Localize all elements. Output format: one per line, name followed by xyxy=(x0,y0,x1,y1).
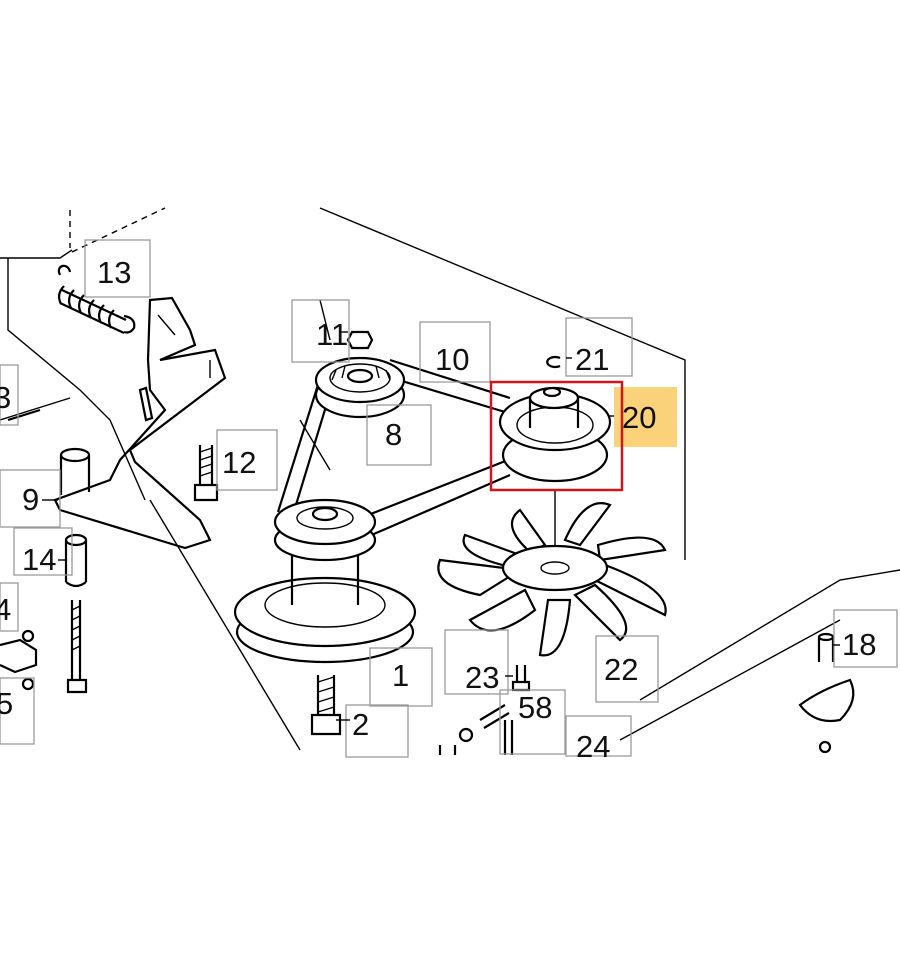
spacer-14 xyxy=(64,533,88,694)
callout-10: 10 xyxy=(435,342,469,377)
e-clip-21 xyxy=(546,355,561,369)
callout-20: 20 xyxy=(622,400,656,435)
pulley-20-highlight-frame xyxy=(489,380,624,492)
nut-11 xyxy=(346,330,374,350)
pulley-20 xyxy=(498,386,612,483)
clip-part xyxy=(0,629,38,691)
bolt-2 xyxy=(310,675,342,736)
callout-23: 23 xyxy=(465,660,499,695)
misc-hardware xyxy=(438,704,514,755)
idler-arm-bracket xyxy=(7,296,227,550)
callout-9: 9 xyxy=(22,482,39,517)
callout-11: 11 xyxy=(316,317,348,352)
callout-4: 4 xyxy=(0,592,11,627)
callout-21: 21 xyxy=(575,342,609,377)
bolt-23 xyxy=(511,665,531,692)
callout-58: 58 xyxy=(518,690,552,725)
callout-20-highlight xyxy=(614,387,677,447)
callout-8: 8 xyxy=(385,417,402,452)
idler-pulley-8 xyxy=(314,356,406,419)
main-pulley-1 xyxy=(233,498,417,664)
callout-1: 1 xyxy=(392,658,409,693)
leader-lines xyxy=(42,331,840,721)
spring-part xyxy=(57,264,136,334)
part-18 xyxy=(798,632,855,754)
callout-5: 5 xyxy=(0,686,13,721)
callout-labels: 13 11 10 21 8 12 9 3 14 4 5 20 1 23 22 1… xyxy=(0,255,876,764)
callout-3: 3 xyxy=(0,380,11,415)
bolt-12 xyxy=(193,445,219,502)
callout-2: 2 xyxy=(352,707,369,742)
callout-13: 13 xyxy=(97,255,131,290)
callout-14: 14 xyxy=(22,542,56,577)
callout-24: 24 xyxy=(576,729,610,764)
callout-22: 22 xyxy=(604,652,638,687)
label-boxes xyxy=(0,239,898,758)
callout-18: 18 xyxy=(842,627,876,662)
callout-12: 12 xyxy=(222,445,256,480)
fan-22 xyxy=(437,490,667,657)
deck-outline xyxy=(0,207,900,751)
